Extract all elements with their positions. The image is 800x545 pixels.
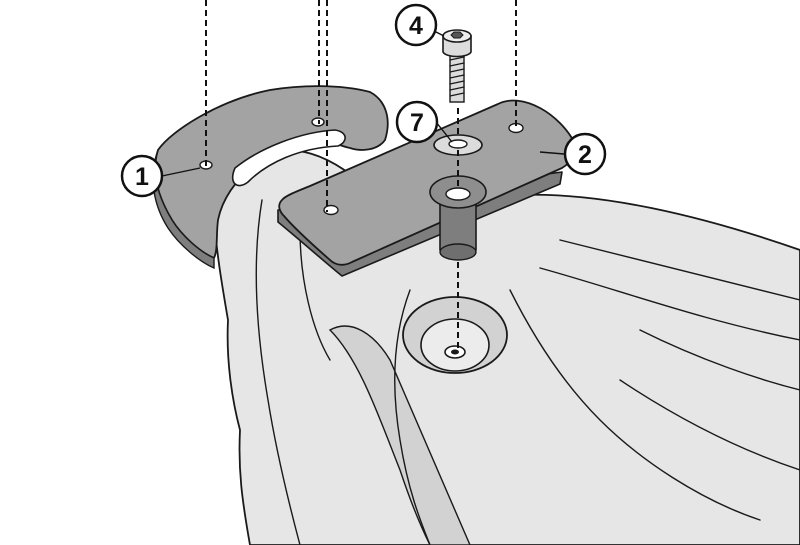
callout-7: 7 bbox=[395, 100, 439, 144]
tail-left-contour-1 bbox=[255, 199, 301, 545]
tail-right-contour-2 bbox=[619, 379, 800, 471]
callout-1-label: 1 bbox=[135, 163, 149, 191]
tail-ridge-right bbox=[509, 289, 761, 521]
side-bracket-edge bbox=[152, 149, 215, 270]
callout-4: 4 bbox=[394, 3, 438, 47]
tail-mounting-boss bbox=[402, 296, 508, 374]
callout-leaders bbox=[161, 29, 565, 177]
tail-right-contour bbox=[639, 329, 800, 391]
tail-ridge-left bbox=[394, 289, 431, 545]
callout-2-label: 2 bbox=[578, 141, 592, 169]
callout-4-label: 4 bbox=[409, 12, 423, 40]
callout-2: 2 bbox=[563, 132, 607, 176]
tail-ridge-far bbox=[559, 239, 800, 301]
tail-ridge-far-2 bbox=[539, 267, 800, 341]
callout-7-label: 7 bbox=[410, 109, 424, 137]
washer bbox=[433, 134, 483, 156]
tail-left-contour-2 bbox=[299, 229, 331, 361]
side-bracket-slot bbox=[231, 129, 346, 187]
side-bracket bbox=[152, 85, 389, 270]
socket-head-bolt bbox=[442, 29, 472, 103]
bolt-threads bbox=[449, 56, 465, 97]
callout-1: 1 bbox=[120, 154, 164, 198]
alignment-lines bbox=[205, 0, 517, 350]
